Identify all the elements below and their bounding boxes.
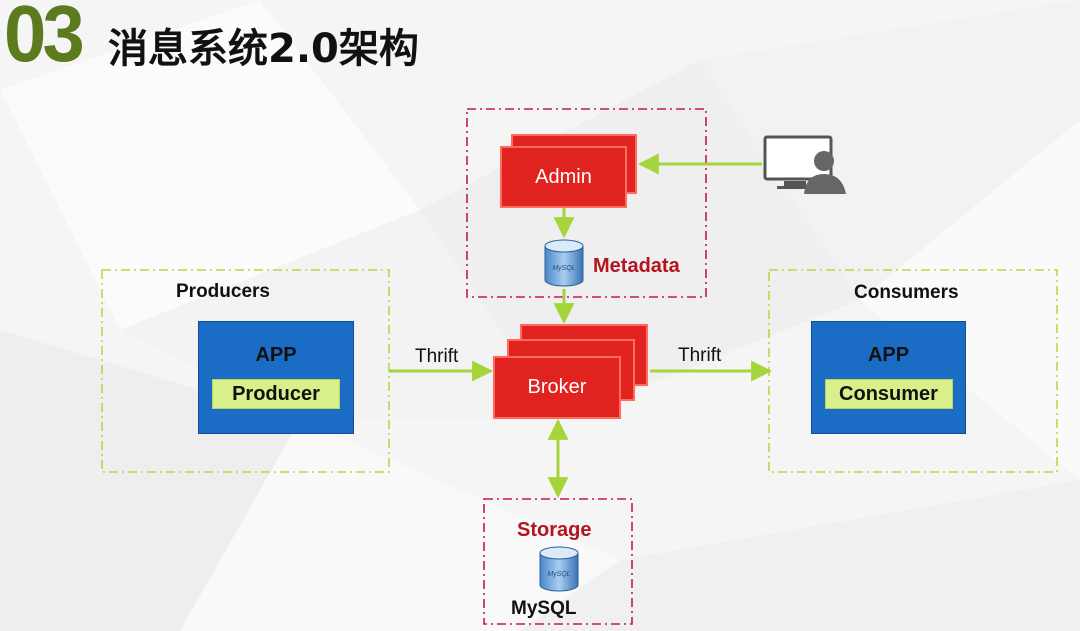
consumers-group-label: Consumers <box>854 282 959 303</box>
broker-node: Broker <box>493 356 621 419</box>
storage-database-icon: MySQL <box>539 546 579 592</box>
db-icon-text: MySQL <box>552 265 575 272</box>
storage-label: Storage <box>517 519 592 541</box>
admin-group-frame <box>466 108 707 298</box>
slide-number: 03 <box>4 0 85 78</box>
producer-thrift-label: Thrift <box>415 346 459 367</box>
db-icon-text: MySQL <box>547 571 570 578</box>
slide-title: 消息系统2.0架构 <box>108 26 419 72</box>
broker-label: Broker <box>527 376 587 398</box>
mysql-label: MySQL <box>511 598 577 619</box>
admin-label: Admin <box>535 165 592 188</box>
producers-group-label: Producers <box>176 281 270 302</box>
admin-node: Admin <box>500 146 627 208</box>
producer-app-label: APP <box>255 344 297 366</box>
producer-app-box: APP Producer <box>198 321 354 434</box>
metadata-database-icon: MySQL <box>544 239 584 287</box>
consumer-thrift-label: Thrift <box>678 345 722 366</box>
producer-chip: Producer <box>212 379 340 409</box>
consumer-app-label: APP <box>867 344 910 366</box>
metadata-label: Metadata <box>593 255 680 277</box>
consumer-chip: Consumer <box>824 379 953 409</box>
consumer-app-box: APP Consumer <box>811 321 966 434</box>
admin-user-terminal-icon <box>763 135 846 194</box>
storage-group-frame <box>483 498 633 625</box>
